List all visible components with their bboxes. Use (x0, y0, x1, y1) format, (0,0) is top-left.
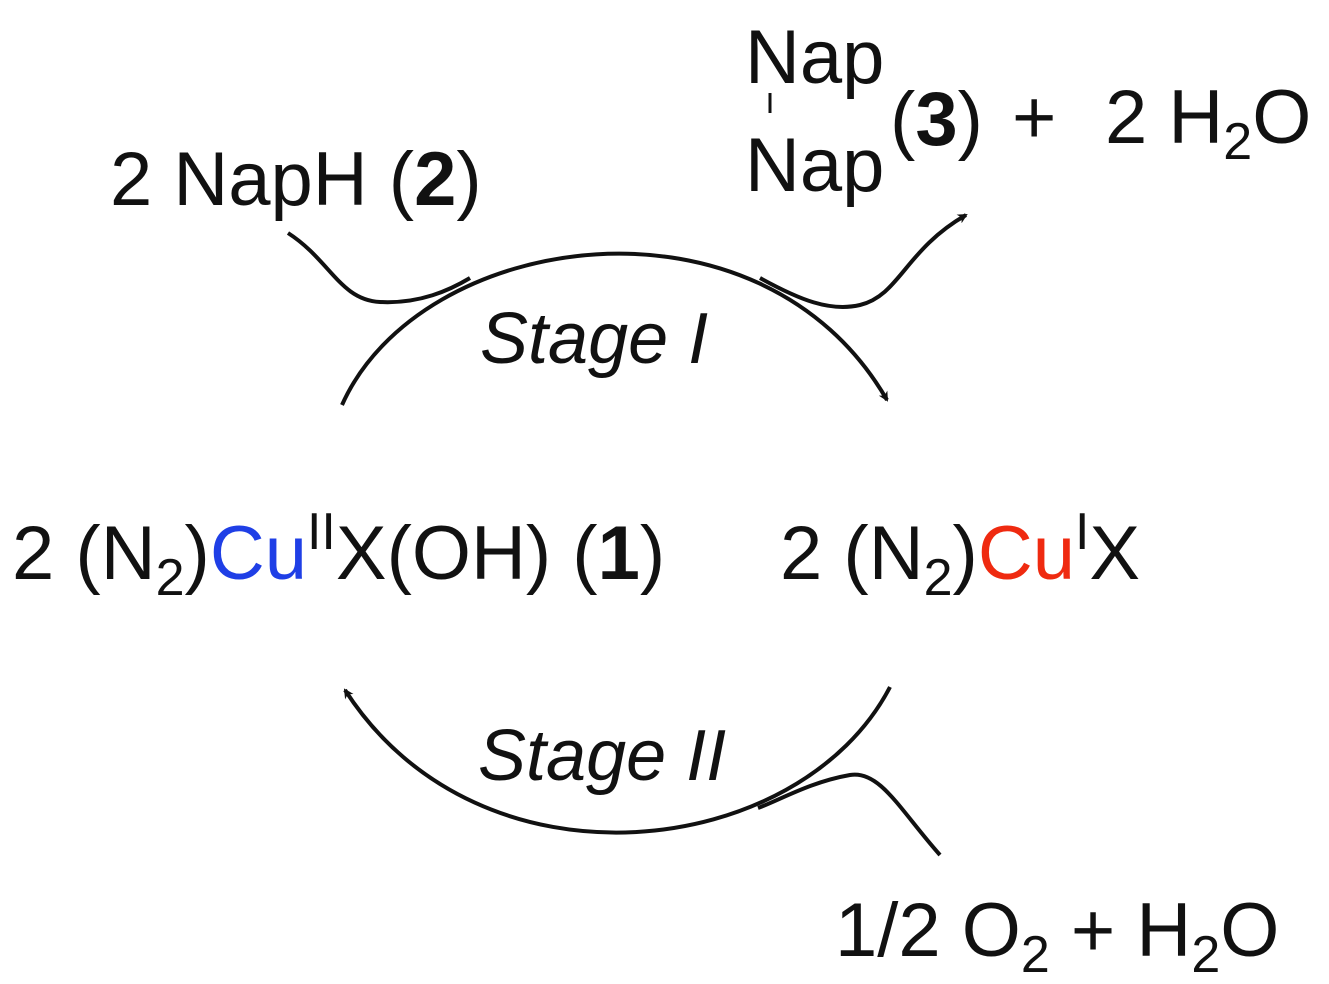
product-plus: + (1012, 75, 1057, 160)
reactant-h2o-post: O (1220, 888, 1280, 973)
complex-cu-i-metal: Cu (977, 511, 1075, 596)
reactant-naph-number: 2 (414, 137, 457, 222)
complex-cu-ii-pre: 2 (N (12, 511, 156, 596)
complex-cu-ii-number: 1 (597, 511, 640, 596)
complex-cu-ii-ox: II (306, 503, 336, 561)
stage1-arc (340, 251, 889, 406)
complex-cu-i: 2 (N2)CuIX (780, 506, 1140, 604)
reactant-o2-sub: 2 (1020, 926, 1050, 984)
product-water-pre: 2 H (1105, 75, 1224, 160)
reactant-plus-h: + H (1049, 888, 1192, 973)
product-water-sub: 2 (1223, 113, 1253, 171)
complex-cu-ii-mid: ) (184, 511, 210, 596)
product-number-close: ) (957, 77, 983, 162)
complex-cu-ii: 2 (N2)CuIIX(OH) (1) (12, 506, 665, 604)
complex-cu-ii-metal: Cu (209, 511, 307, 596)
naph-in-curve (286, 231, 472, 305)
stage1-label: Stage I (480, 299, 709, 379)
product-number-open: ( (890, 77, 916, 162)
reactant-h2o-sub: 2 (1191, 926, 1221, 984)
product-number: (3) (890, 82, 983, 158)
complex-cu-ii-close: ) (639, 511, 666, 596)
complex-cu-i-ox: I (1074, 503, 1090, 561)
reactant-naph-close: ) (456, 137, 482, 222)
reactant-naph-text: 2 NapH ( (110, 137, 415, 222)
product-out-curve (759, 213, 968, 309)
complex-cu-i-sub: 2 (923, 549, 953, 607)
complex-cu-i-post: X (1089, 511, 1141, 596)
complex-cu-ii-post: X(OH) ( (335, 511, 598, 596)
complex-cu-i-mid: ) (952, 511, 978, 596)
complex-cu-i-pre: 2 (N (780, 511, 924, 596)
stage2-arc (343, 686, 892, 835)
product-number-value: 3 (915, 77, 958, 162)
reactant-oxygen-water: 1/2 O2 + H2O (835, 893, 1279, 982)
product-water-post: O (1252, 75, 1312, 160)
product-water: 2 H2O (1105, 80, 1311, 169)
product-nap-top: Nap (745, 15, 885, 100)
reactant-naph: 2 NapH (2) (110, 142, 482, 218)
complex-cu-ii-sub: 2 (155, 549, 185, 607)
reactant-o2-pre: 1/2 O (835, 888, 1021, 973)
stage2-label: Stage II (478, 716, 727, 796)
o2-in-curve (757, 772, 942, 857)
product-nap-bottom: Nap (745, 123, 885, 208)
